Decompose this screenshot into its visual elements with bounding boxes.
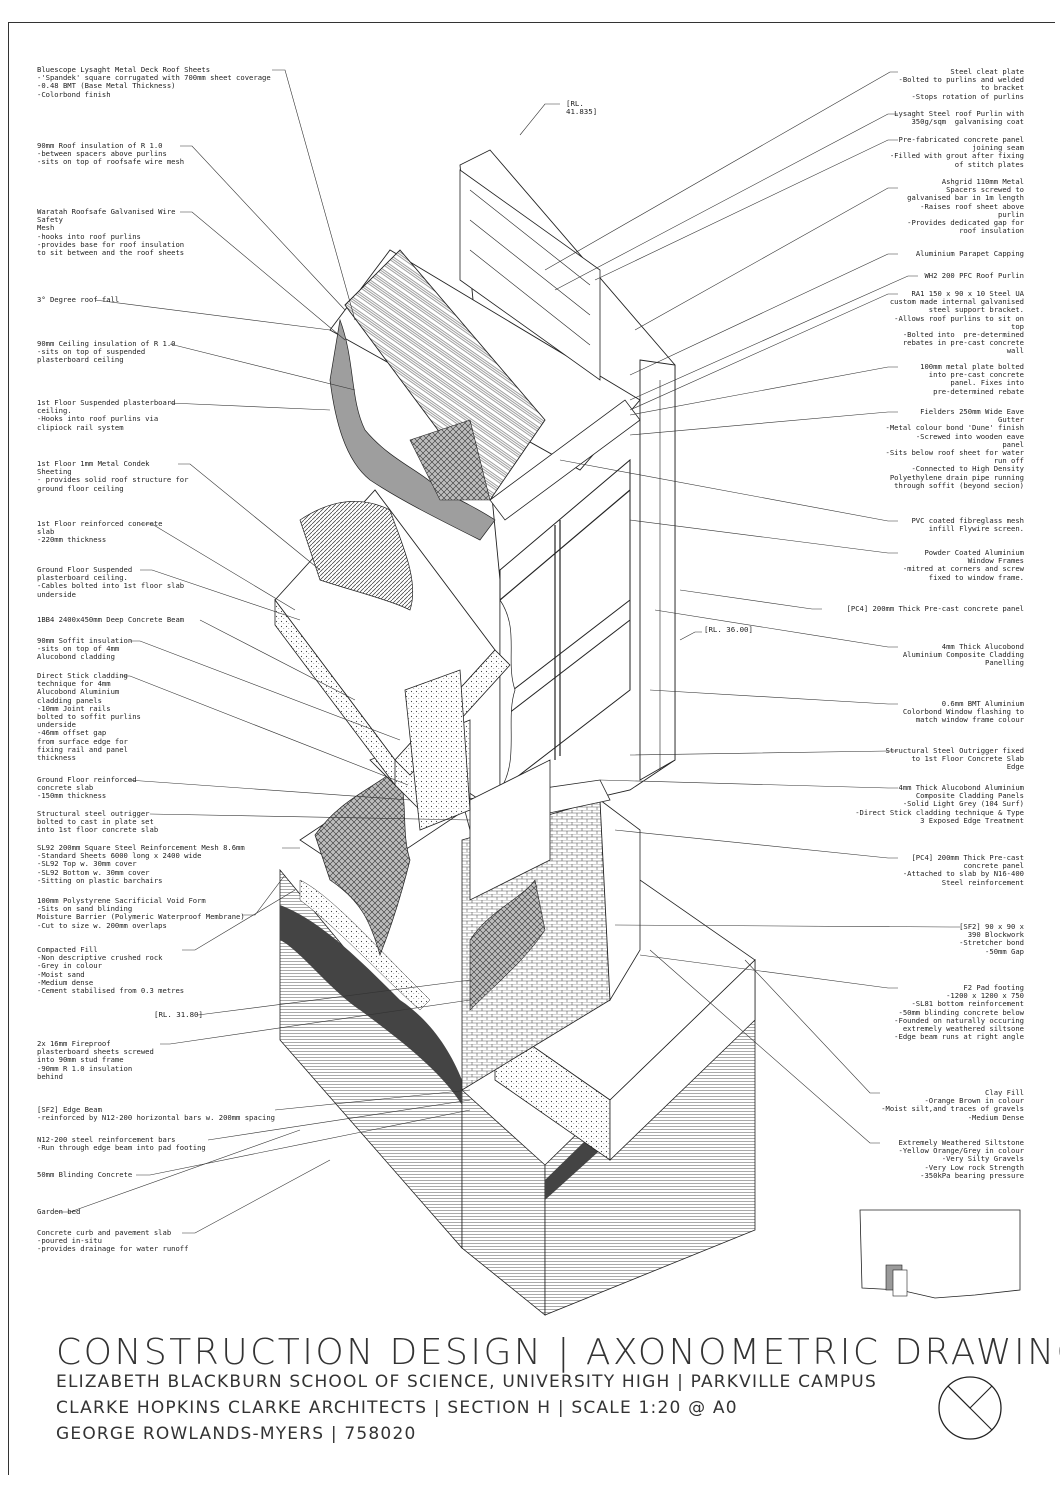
note-ra1-bracket: RA1 150 x 90 x 10 Steel UA custom made i…	[889, 289, 1024, 356]
key-plan	[859, 1209, 1021, 1299]
note-roof-insulation: 90mm Roof insulation of R 1.0 -between s…	[37, 141, 185, 167]
note-parapet-capping: Aluminium Parapet Capping	[915, 249, 1024, 258]
note-steel-outrigger-r: Structural Steel Outrigger fixed to 1st …	[885, 746, 1024, 772]
note-pad-footing: F2 Pad footing -1200 x 1200 x 750 -SL81 …	[894, 983, 1024, 1042]
note-roof-fall: 3° Degree roof fall	[37, 295, 120, 304]
first-floor-slab	[274, 489, 511, 831]
note-direct-stick: Direct Stick cladding technique for 4mm …	[37, 671, 141, 763]
architect-line: CLARKE HOPKINS CLARKE ARCHITECTS | SECTI…	[56, 1398, 738, 1418]
note-cladding-panels: 4mm Thick Alucobond Aluminium Composite …	[855, 783, 1024, 825]
level-rl-36: [RL. 36.00]	[704, 625, 753, 634]
note-window-frames: Powder Coated Aluminium Window Frames -m…	[902, 548, 1024, 582]
note-concrete-beam: 1BB4 2400x450mm Deep Concrete Beam	[37, 615, 185, 624]
note-metal-plate: 100mm metal plate bolted into pre-cast c…	[920, 362, 1024, 396]
note-ceiling-insulation: 90mm Ceiling insulation of R 1.0 -sits o…	[37, 339, 176, 365]
note-pc4-attached: [PC4] 200mm Thick Pre-cast concrete pane…	[902, 853, 1024, 887]
note-fireproof-plasterboard: 2x 16mm Fireproof plasterboard sheets sc…	[37, 1039, 154, 1081]
level-rl-3180: [RL. 31.80]	[154, 1010, 203, 1019]
note-steel-cleat: Steel cleat plate -Bolted to purlins and…	[898, 67, 1025, 101]
note-edge-beam: [SF2] Edge Beam -reinforced by N12-200 h…	[37, 1105, 275, 1123]
note-gf-slab: Ground Floor reinforced concrete slab -1…	[37, 775, 137, 801]
note-curb-pavement: Concrete curb and pavement slab -poured …	[37, 1228, 189, 1254]
note-gf-ceiling: Ground Floor Suspended plasterboard ceil…	[37, 565, 185, 599]
sheet-border	[8, 22, 1055, 1475]
note-window-flashing: 0.6mm BMT Aluminium Colorbond Window fla…	[902, 699, 1024, 725]
note-void-form: 100mm Polystyrene Sacrificial Void Form …	[37, 896, 245, 930]
note-garden-bed: Garden bed	[37, 1207, 81, 1216]
north-symbol	[938, 1376, 1002, 1440]
note-flywire: PVC coated fibreglass mesh infill Flywir…	[911, 516, 1024, 534]
note-alucobond-panelling: 4mm Thick Alucobond Aluminium Composite …	[902, 642, 1024, 668]
author-line: GEORGE ROWLANDS-MYERS | 758020	[56, 1424, 417, 1444]
note-n12-bars: N12-200 steel reinforcement bars -Run th…	[37, 1135, 206, 1153]
note-compacted-fill: Compacted Fill -Non descriptive crushed …	[37, 945, 185, 996]
note-pfc-purlin: WH2 200 PFC Roof Purlin	[924, 271, 1024, 280]
note-ashgrid-spacers: Ashgrid 110mm Metal Spacers screwed to g…	[907, 177, 1024, 236]
note-roof-sheets: Bluescope Lysaght Metal Deck Roof Sheets…	[37, 65, 271, 99]
note-steel-outrigger: Structural steel outrigger bolted to cas…	[37, 809, 159, 835]
roof-assembly	[329, 169, 641, 541]
note-1f-ceiling: 1st Floor Suspended plasterboard ceiling…	[37, 398, 176, 432]
level-rl-41835: [RL. 41.835]	[566, 99, 598, 117]
note-blockwork: [SF2] 90 x 90 x 390 Blockwork -Stretcher…	[959, 922, 1024, 956]
note-siltstone: Extremely Weathered Siltstone -Yellow Or…	[898, 1138, 1025, 1180]
note-pc4-panel: [PC4] 200mm Thick Pre-cast concrete pane…	[846, 604, 1024, 613]
note-blinding-concrete: 50mm Blinding Concrete	[37, 1170, 133, 1179]
note-roof-purlin: Lysaght Steel roof Purlin with 350g/sqm …	[894, 109, 1024, 127]
drawing-title: CONSTRUCTION DESIGN | AXONOMETRIC DRAWIN…	[56, 1332, 1060, 1373]
note-panel-seam: Pre-fabricated concrete panel joining se…	[889, 135, 1024, 169]
note-condek: 1st Floor 1mm Metal Condek Sheeting - pr…	[37, 459, 189, 493]
note-safety-mesh: Waratah Roofsafe Galvanised Wire Safety …	[37, 207, 185, 258]
note-sl92-mesh: SL92 200mm Square Steel Reinforcement Me…	[37, 843, 245, 885]
note-clay-fill: Clay Fill -Orange Brown in colour -Moist…	[881, 1088, 1024, 1122]
note-soffit-insulation: 90mm Soffit insulation -sits on top of 4…	[37, 636, 133, 662]
note-1f-slab: 1st Floor reinforced concrete slab -220m…	[37, 519, 163, 545]
window-frames	[461, 458, 631, 901]
project-line: ELIZABETH BLACKBURN SCHOOL OF SCIENCE, U…	[56, 1372, 877, 1392]
note-eave-gutter: Fielders 250mm Wide Eave Gutter -Metal c…	[885, 407, 1024, 490]
